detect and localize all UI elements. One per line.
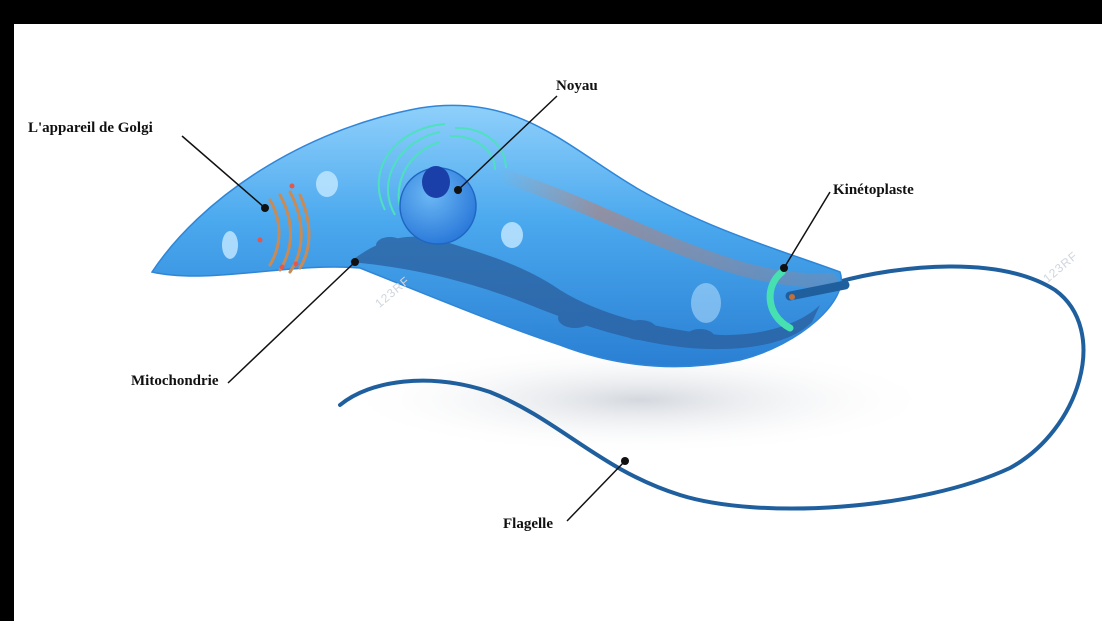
- label-golgi: L'appareil de Golgi: [28, 121, 153, 136]
- label-noyau: Noyau: [556, 79, 598, 94]
- nucleolus: [422, 166, 450, 198]
- label-mitochondrie: Mitochondrie: [131, 374, 219, 389]
- label-kinetoplaste: Kinétoplaste: [833, 183, 914, 198]
- label-flagelle: Flagelle: [503, 517, 553, 532]
